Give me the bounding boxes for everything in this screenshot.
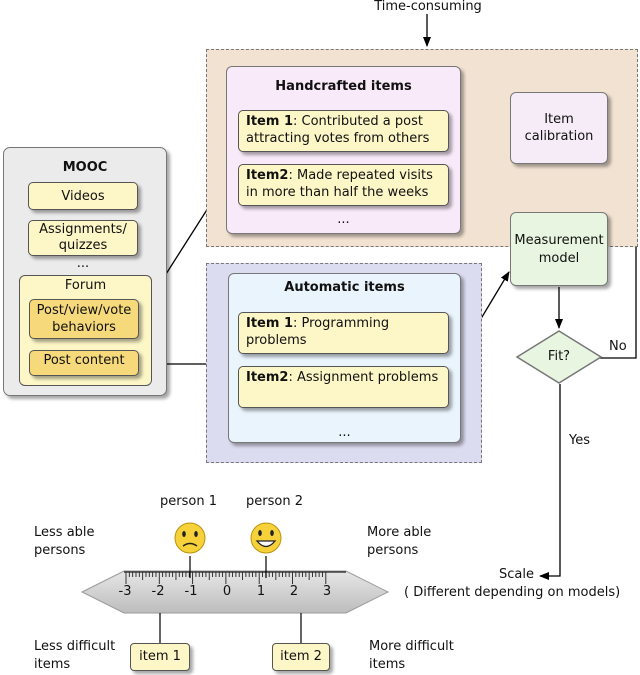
more-able-label: More able persons: [367, 525, 432, 558]
automatic-item1: Item 1: Programming problems: [238, 312, 449, 354]
tick-label: 0: [222, 584, 232, 599]
tick-label: 3: [322, 584, 332, 599]
mooc-videos: Videos: [28, 182, 138, 210]
handcrafted-ellipsis: ...: [337, 212, 350, 227]
tick-label: -2: [151, 584, 165, 599]
measurement-model-box: Measurement model: [510, 212, 608, 286]
arrow-yes-scale: [539, 384, 561, 580]
automatic-ellipsis: ...: [338, 425, 351, 440]
automatic-item2-text: : Assignment problems: [288, 370, 439, 385]
mooc-ellipsis: ...: [76, 256, 90, 271]
time-consuming-label: Time-consuming: [374, 0, 482, 14]
handcrafted-item1-bold: Item 1: [246, 114, 293, 129]
automatic-item1-text: : Programming problems: [246, 316, 390, 348]
handcrafted-item2-text: : Made repeated visits in more than half…: [246, 168, 433, 200]
scale-label: Scale: [499, 567, 534, 582]
post-content-box: Post content: [29, 350, 139, 376]
post-behaviors-box: Post/view/vote behaviors: [29, 299, 139, 339]
less-difficult-label: Less difficult items: [34, 639, 116, 672]
handcrafted-title: Handcrafted items: [275, 79, 412, 94]
item-calibration-box: Item calibration: [510, 92, 608, 164]
fit-label: Fit?: [547, 349, 571, 364]
forum-title: Forum: [64, 278, 107, 293]
more-difficult-label: More difficult items: [369, 639, 454, 672]
ruler-item2: item 2: [272, 643, 330, 671]
yes-label: Yes: [569, 433, 590, 448]
less-able-label: Less able persons: [34, 525, 95, 558]
automatic-title: Automatic items: [284, 280, 405, 295]
no-label: No: [609, 339, 627, 354]
tick-label: -1: [184, 584, 198, 599]
handcrafted-item2: Item2: Made repeated visits in more than…: [238, 164, 449, 206]
automatic-panel: [228, 273, 461, 443]
scale-note: ( Different depending on models): [404, 585, 621, 600]
handcrafted-item2-bold: Item2: [246, 168, 289, 183]
automatic-item2: Item2: Assignment problems: [238, 366, 449, 408]
tick-label: 1: [256, 584, 266, 599]
ruler-item1: item 1: [130, 643, 190, 671]
person1-label: person 1: [160, 494, 217, 509]
handcrafted-item1: Item 1: Contributed a post attracting vo…: [238, 110, 449, 152]
handcrafted-item1-text: : Contributed a post attracting votes fr…: [246, 114, 430, 146]
person2-label: person 2: [246, 494, 303, 509]
tick-label: -3: [118, 584, 132, 599]
mooc-title: MOOC: [62, 160, 108, 175]
automatic-item2-bold: Item2: [246, 370, 289, 385]
mooc-assignments: Assignments/ quizzes: [28, 220, 138, 256]
automatic-item1-bold: Item 1: [246, 316, 293, 331]
tick-label: 2: [289, 584, 299, 599]
